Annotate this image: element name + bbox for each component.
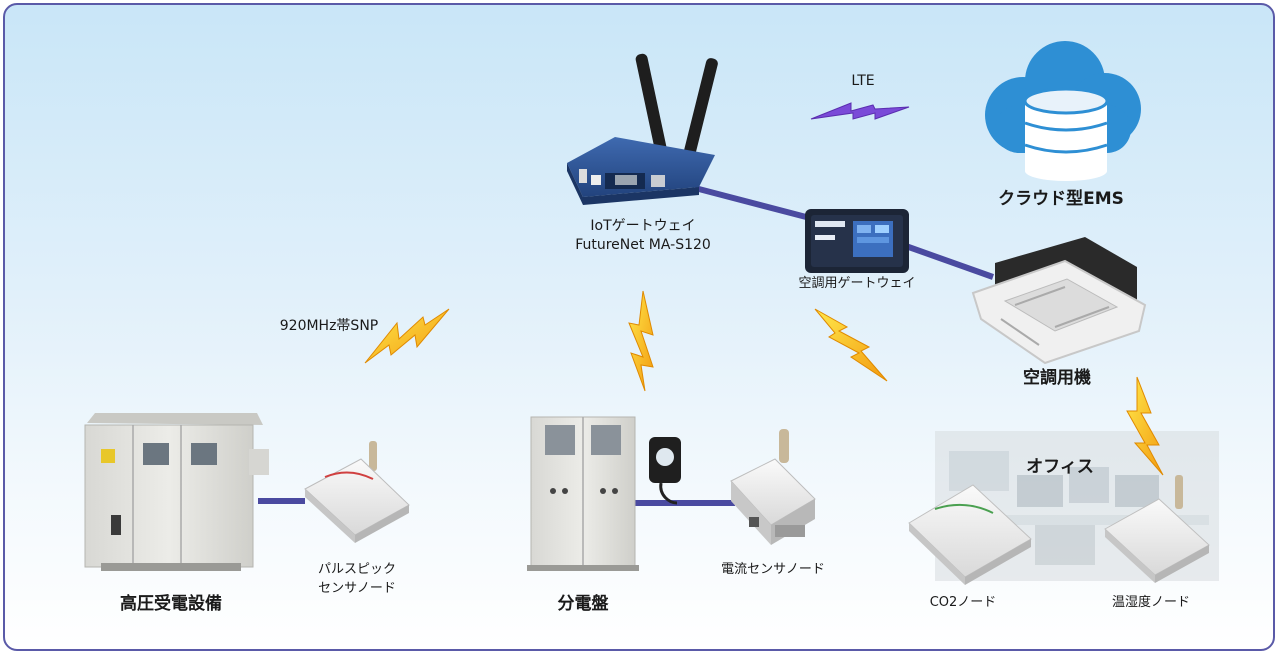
cloud-ems-icon (985, 41, 1141, 181)
lte-lightning-icon (810, 102, 910, 120)
current-sensor-node (730, 429, 816, 545)
gateway-label-line2: FutureNet MA-S120 (575, 237, 711, 253)
current-clamp-icon (649, 437, 681, 483)
temp-humid-node-label: 温湿度ノード (1111, 595, 1191, 610)
gateway-panel-lightning-icon (628, 290, 654, 392)
ceiling-ac-unit (971, 237, 1147, 365)
cloud-ems-label: クラウド型EMS (998, 189, 1124, 209)
office-label: オフィス (1026, 457, 1094, 477)
acgateway-office-lightning-icon (814, 308, 888, 382)
acunit-office-lightning-icon (1126, 376, 1164, 476)
clamp-cable (659, 482, 678, 505)
network-diagram (84, 41, 1219, 585)
ac-unit-label: 空調用機 (1023, 368, 1091, 388)
snp-label: 920MHz帯SNP (279, 318, 379, 334)
distribution-panel (527, 416, 639, 571)
panel-label: 分電盤 (557, 594, 609, 614)
co2-sensor-node (908, 484, 1032, 585)
snp-lightning-icon (364, 308, 450, 364)
substation-cabinet (84, 413, 269, 571)
gateway-label-line1: IoTゲートウェイ (590, 218, 696, 234)
pulse-node-label-line2: センサノード (318, 581, 396, 596)
temp-humidity-sensor-node (1104, 475, 1210, 583)
pulse-pick-sensor-node (304, 441, 410, 543)
diagram-frame: LTE クラウド型EMS IoTゲートウェイ FutureNet MA-S120… (3, 3, 1275, 651)
ac-gateway-label: 空調用ゲートウェイ (798, 276, 916, 291)
link-gateway-to-acgateway (694, 185, 811, 221)
co2-node-label: CO2ノード (929, 595, 997, 610)
current-sensor-label: 電流センサノード (721, 562, 825, 577)
lte-label: LTE (851, 73, 875, 89)
iot-gateway-device (567, 53, 718, 205)
substation-label: 高圧受電設備 (120, 594, 222, 614)
link-acgateway-to-acunit (901, 242, 995, 280)
pulse-node-label-line1: パルスピック (317, 562, 397, 577)
ac-gateway-device (805, 209, 909, 273)
